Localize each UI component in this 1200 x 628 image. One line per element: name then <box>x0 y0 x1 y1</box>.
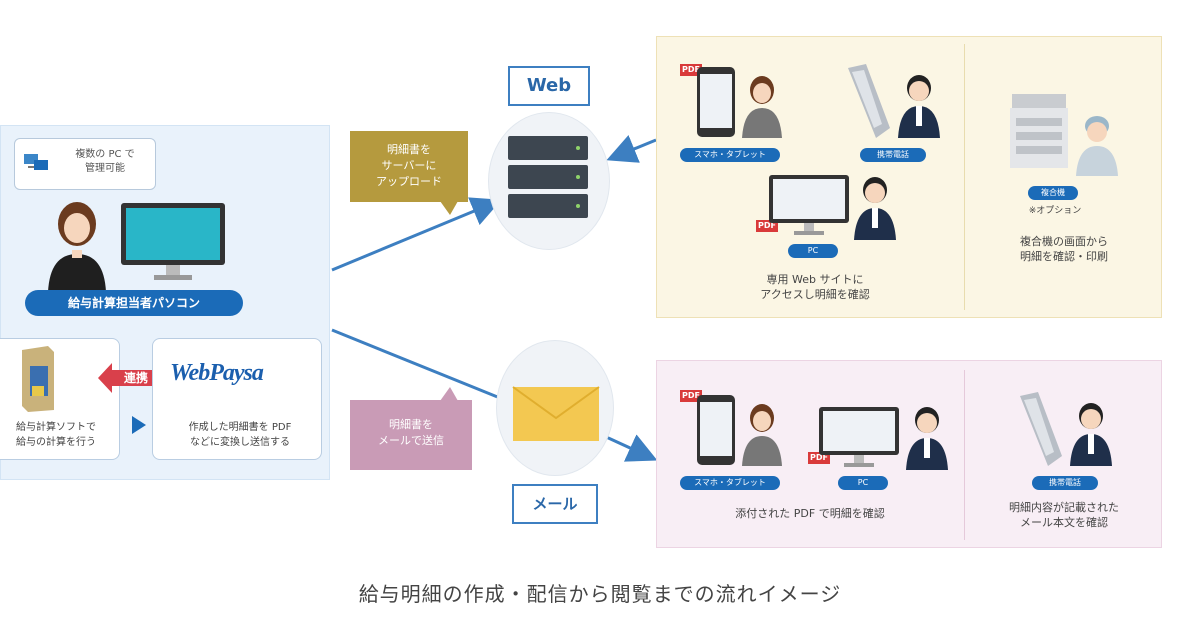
mail-panel-divider <box>964 370 965 540</box>
mail-pill-smartphone: スマホ・タブレット <box>680 476 780 490</box>
pdf-badge: PDF <box>680 390 702 402</box>
payroll-software-card <box>0 338 120 460</box>
mfp-icon <box>1008 92 1070 174</box>
webpaysa-logo: WebPaysa <box>170 360 264 386</box>
woman-figure <box>740 74 784 138</box>
smartphone-icon <box>696 66 736 138</box>
web-pill-pc: PC <box>788 244 838 258</box>
envelope-icon <box>512 386 600 442</box>
feature-phone-icon <box>846 64 892 140</box>
software-box-icon <box>18 344 58 414</box>
server-icon <box>506 134 590 220</box>
payroll-pc-label: 給与計算担当者パソコン <box>25 290 243 316</box>
mail-body-caption: 明細内容が記載された メール本文を確認 <box>1009 501 1119 529</box>
mail-label: メール <box>512 484 598 524</box>
multi-pc-text: 複数の PC で 管理可能 <box>75 149 135 174</box>
man-figure-3 <box>904 404 950 470</box>
mfp-option-label: ※オプション <box>1028 206 1082 216</box>
renkei-label: 連携 <box>123 371 148 385</box>
man-figure-4 <box>1068 400 1114 466</box>
mail-callout-tail <box>440 386 460 401</box>
software-text: 給与計算ソフトで 給与の計算を行う <box>16 422 96 448</box>
smartphone-icon <box>696 394 736 466</box>
pdf-convert-text: 作成した明細書を PDF などに変換し送信する <box>188 422 292 448</box>
web-caption: 専用 Web サイトに アクセスし明細を確認 <box>760 273 870 301</box>
web-panel-divider <box>964 44 965 310</box>
pc-monitor-icon <box>818 406 900 470</box>
feature-phone-icon <box>1018 392 1064 468</box>
upload-callout: 明細書を サーバーに アップロード <box>350 131 468 202</box>
webpaysa-card <box>152 338 322 460</box>
diagram-caption: 給与明細の作成・配信から閲覧までの流れイメージ <box>358 582 842 606</box>
mail-pill-pc: PC <box>838 476 888 490</box>
mail-callout: 明細書を メールで送信 <box>350 400 472 470</box>
web-label: Web <box>508 66 590 106</box>
pc-monitor-icon <box>768 174 850 238</box>
pdf-badge: PDF <box>680 64 702 76</box>
mfp-caption: 複合機の画面から 明細を確認・印刷 <box>1020 235 1108 263</box>
monitor-icon <box>120 202 226 282</box>
play-arrow-icon <box>132 416 146 434</box>
worker-figure <box>1074 112 1120 176</box>
web-pill-smartphone: スマホ・タブレット <box>680 148 780 162</box>
operator-figure <box>44 196 110 292</box>
mail-pill-feature-phone: 携帯電話 <box>1032 476 1098 490</box>
man-figure-2 <box>852 174 898 240</box>
web-pill-mfp: 複合機 <box>1028 186 1078 200</box>
multi-pc-icon <box>22 148 52 178</box>
upload-callout-tail <box>440 200 460 215</box>
woman-figure <box>740 402 784 466</box>
man-figure-1 <box>896 72 942 138</box>
mail-pdf-caption: 添付された PDF で明細を確認 <box>735 507 885 520</box>
web-pill-feature-phone: 携帯電話 <box>860 148 926 162</box>
